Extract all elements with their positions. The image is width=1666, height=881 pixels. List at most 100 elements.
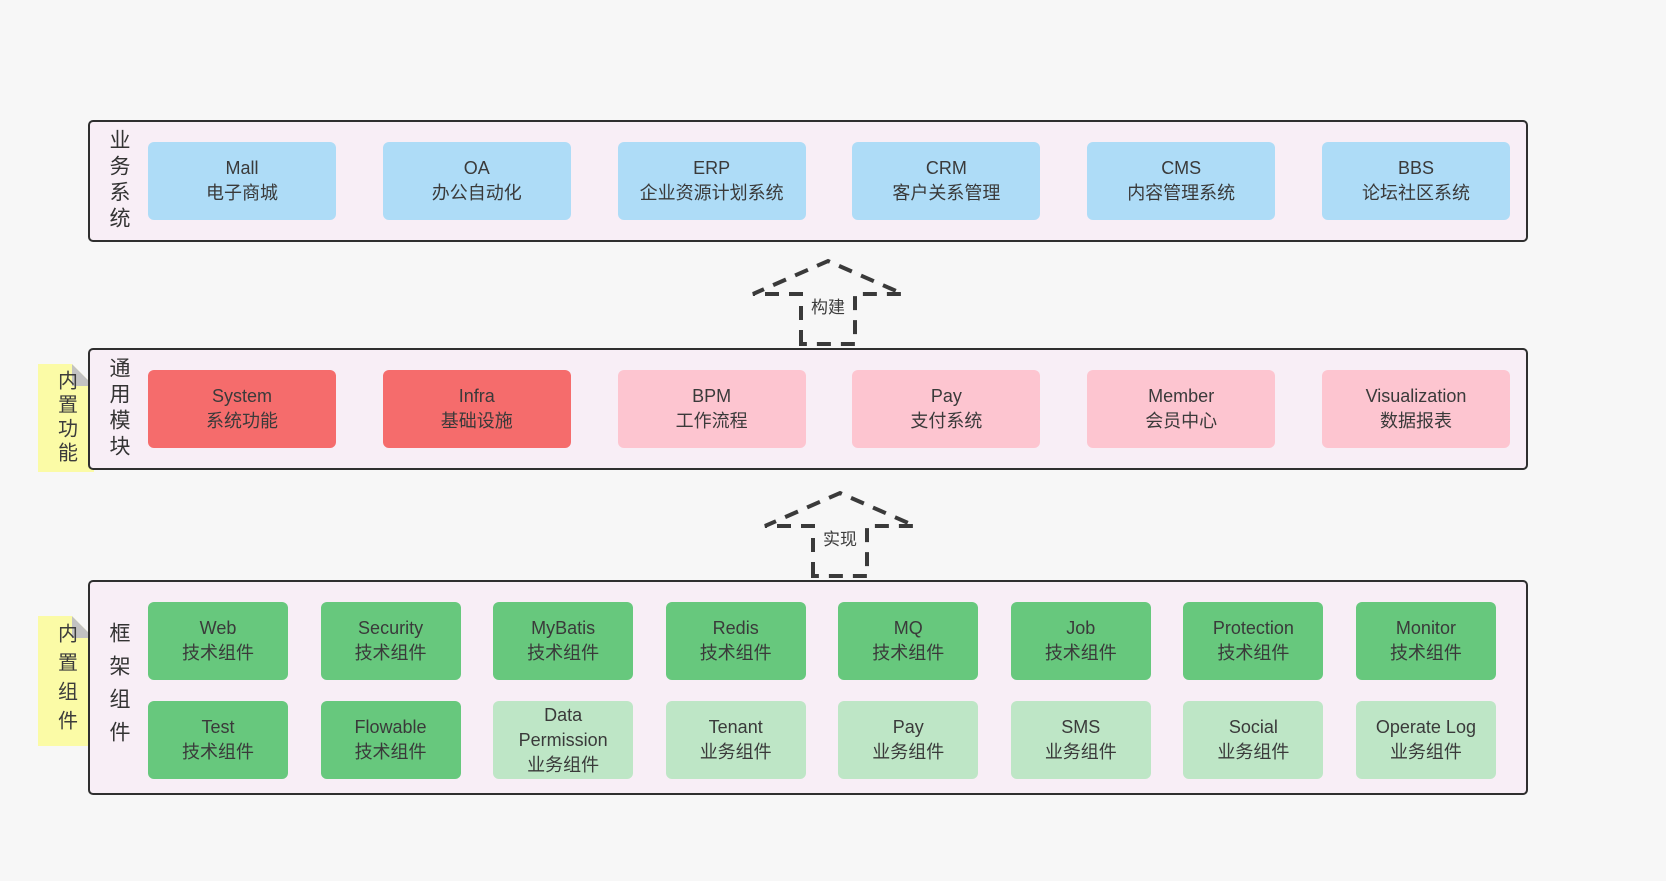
box-title: Mall xyxy=(225,158,259,178)
panel-modules-label: 通用模块 xyxy=(107,357,130,461)
box-title: Data Permission xyxy=(518,704,608,750)
box-mall: Mall 电子商城 xyxy=(148,142,336,220)
box-title: OA xyxy=(463,158,490,178)
panel-common-modules: 通用模块 System 系统功能 Infra 基础设施 BPM 工作流程 Pay… xyxy=(88,348,1528,470)
box-subtitle: 办公自动化 xyxy=(431,183,522,203)
box-subtitle: 论坛社区系统 xyxy=(1361,183,1470,203)
framework-boxes-row1: Web 技术组件 Security 技术组件 MyBatis 技术组件 Redi… xyxy=(148,602,1496,680)
note-text: 内置组件 xyxy=(54,623,77,739)
box-oa: OA 办公自动化 xyxy=(382,142,571,220)
box-title: Redis xyxy=(712,618,759,638)
box-visualization: Visualization 数据报表 xyxy=(1321,370,1510,448)
box-protection: Protection 技术组件 xyxy=(1183,602,1324,680)
box-mybatis: MyBatis 技术组件 xyxy=(493,602,634,680)
note-built-in-components: 内置组件 xyxy=(38,616,94,746)
box-operate-log: Operate Log 业务组件 xyxy=(1355,701,1496,779)
box-title: Job xyxy=(1066,618,1096,638)
box-title: Social xyxy=(1228,717,1278,737)
arrow-build-label: 构建 xyxy=(807,292,849,319)
box-subtitle: 技术组件 xyxy=(699,643,772,663)
panel-business-label: 业务系统 xyxy=(107,129,130,233)
box-cms: CMS 内容管理系统 xyxy=(1087,142,1276,220)
box-subtitle: 电子商城 xyxy=(206,183,278,203)
box-security: Security 技术组件 xyxy=(320,602,461,680)
box-title: Operate Log xyxy=(1375,717,1476,737)
arrow-implement: 实现 xyxy=(755,488,925,578)
arrow-build: 构建 xyxy=(743,256,913,346)
box-subtitle: 技术组件 xyxy=(1217,643,1290,663)
box-subtitle: 技术组件 xyxy=(527,643,600,663)
box-web: Web 技术组件 xyxy=(148,602,288,680)
box-title: Web xyxy=(199,618,237,638)
box-infra: Infra 基础设施 xyxy=(382,370,571,448)
box-title: Tenant xyxy=(708,717,763,737)
box-title: Pay xyxy=(892,717,924,737)
box-subtitle: 内容管理系统 xyxy=(1127,183,1236,203)
box-subtitle: 客户关系管理 xyxy=(892,183,1001,203)
box-subtitle: 技术组件 xyxy=(872,643,945,663)
box-data-permission: Data Permission 业务组件 xyxy=(493,701,634,779)
box-bpm: BPM 工作流程 xyxy=(617,370,806,448)
box-pay-component: Pay 业务组件 xyxy=(838,701,979,779)
box-title: Member xyxy=(1148,386,1215,406)
box-monitor: Monitor 技术组件 xyxy=(1355,602,1496,680)
box-subtitle: 业务组件 xyxy=(1389,742,1462,762)
box-system: System 系统功能 xyxy=(148,370,336,448)
box-title: Security xyxy=(358,618,424,638)
box-subtitle: 业务组件 xyxy=(527,754,600,775)
box-subtitle: 支付系统 xyxy=(910,411,983,431)
box-title: Pay xyxy=(930,386,962,406)
box-subtitle: 技术组件 xyxy=(354,742,427,762)
box-test: Test 技术组件 xyxy=(148,701,288,779)
framework-boxes-row2: Test 技术组件 Flowable 技术组件 Data Permission … xyxy=(148,701,1496,779)
box-title: System xyxy=(211,386,272,406)
box-bbs: BBS 论坛社区系统 xyxy=(1321,142,1510,220)
business-boxes-row: Mall 电子商城 OA 办公自动化 ERP 企业资源计划系统 CRM 客户关系… xyxy=(148,142,1510,220)
box-title: MQ xyxy=(893,618,923,638)
box-subtitle: 技术组件 xyxy=(1389,643,1462,663)
panel-framework-components: 框架组件 Web 技术组件 Security 技术组件 MyBatis 技术组件… xyxy=(88,580,1528,795)
box-subtitle: 企业资源计划系统 xyxy=(639,183,784,203)
box-title: CRM xyxy=(925,158,967,178)
box-title: Protection xyxy=(1212,618,1294,638)
box-member: Member 会员中心 xyxy=(1087,370,1276,448)
box-subtitle: 业务组件 xyxy=(872,742,945,762)
box-subtitle: 基础设施 xyxy=(440,411,513,431)
box-title: BPM xyxy=(692,386,732,406)
box-tenant: Tenant 业务组件 xyxy=(665,701,806,779)
box-flowable: Flowable 技术组件 xyxy=(320,701,461,779)
box-pay: Pay 支付系统 xyxy=(852,370,1041,448)
dashed-up-arrow-icon xyxy=(752,258,904,346)
note-built-in-features: 内置功能 xyxy=(38,364,94,472)
box-subtitle: 工作流程 xyxy=(675,411,748,431)
panel-business-systems: 业务系统 Mall 电子商城 OA 办公自动化 ERP 企业资源计划系统 CRM… xyxy=(88,120,1528,242)
box-title: Monitor xyxy=(1395,618,1456,638)
box-subtitle: 技术组件 xyxy=(182,742,254,762)
box-sms: SMS 业务组件 xyxy=(1010,701,1151,779)
box-social: Social 业务组件 xyxy=(1183,701,1324,779)
box-subtitle: 业务组件 xyxy=(1044,742,1117,762)
box-redis: Redis 技术组件 xyxy=(665,602,806,680)
dashed-up-arrow-icon xyxy=(764,490,916,578)
box-title: Visualization xyxy=(1365,386,1467,406)
modules-boxes-row: System 系统功能 Infra 基础设施 BPM 工作流程 Pay 支付系统… xyxy=(148,370,1510,448)
note-text: 内置功能 xyxy=(54,370,77,466)
box-title: CMS xyxy=(1161,158,1202,178)
box-title: SMS xyxy=(1061,717,1101,737)
box-subtitle: 技术组件 xyxy=(354,643,427,663)
box-subtitle: 会员中心 xyxy=(1145,411,1218,431)
box-erp: ERP 企业资源计划系统 xyxy=(617,142,806,220)
box-subtitle: 业务组件 xyxy=(1217,742,1290,762)
box-subtitle: 业务组件 xyxy=(699,742,772,762)
box-title: Test xyxy=(201,717,235,737)
box-title: MyBatis xyxy=(531,618,596,638)
box-title: BBS xyxy=(1397,158,1434,178)
panel-framework-label: 框架组件 xyxy=(107,621,130,754)
box-crm: CRM 客户关系管理 xyxy=(852,142,1041,220)
box-subtitle: 技术组件 xyxy=(182,643,254,663)
box-subtitle: 技术组件 xyxy=(1044,643,1117,663)
box-job: Job 技术组件 xyxy=(1010,602,1151,680)
box-title: Flowable xyxy=(354,717,427,737)
arrow-implement-label: 实现 xyxy=(819,524,861,551)
